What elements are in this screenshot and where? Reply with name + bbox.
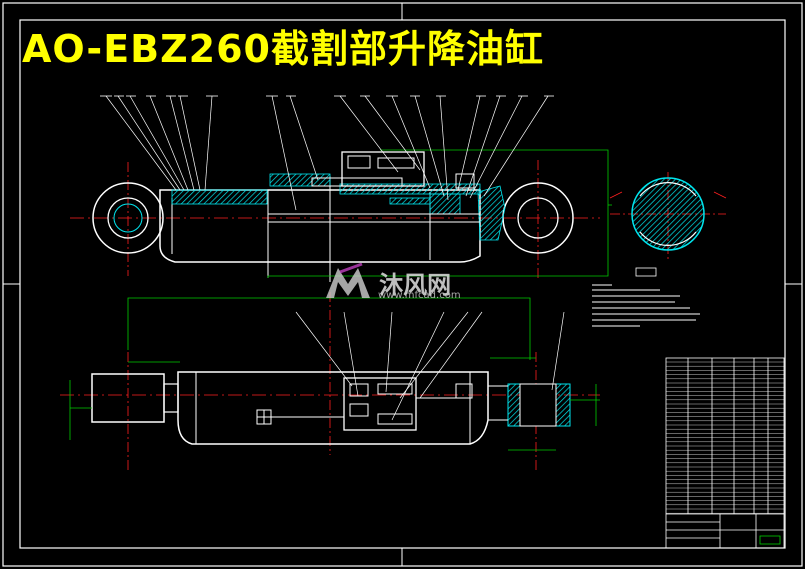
title-block <box>666 513 784 548</box>
watermark-logo-icon <box>326 262 370 298</box>
parts-list-table <box>665 357 785 549</box>
watermark-brand: 沐风网 <box>379 270 452 299</box>
top-section-view <box>70 95 612 282</box>
watermark-url: www.mfcad.com <box>378 290 461 301</box>
parts-list-rows <box>666 361 784 514</box>
valve-block <box>341 151 425 187</box>
dimension-top <box>267 149 609 278</box>
drawing-title: AO-EBZ260截割部升降油缸 <box>22 27 544 71</box>
cylinder-barrel-bottom <box>177 371 489 445</box>
barrel-wall-hatch <box>171 189 268 205</box>
section-circle <box>631 177 705 251</box>
technical-notes <box>592 284 700 327</box>
watermark: 沐风网 www.mfcad.com <box>322 262 461 302</box>
cylinder-barrel <box>159 189 481 263</box>
leader-lines-top <box>105 95 549 211</box>
left-eye-outer <box>92 182 164 254</box>
leader-lines-bottom <box>295 311 565 421</box>
bottom-view <box>60 292 600 470</box>
cross-section-view <box>609 172 727 277</box>
valve-block-bottom <box>343 377 417 431</box>
